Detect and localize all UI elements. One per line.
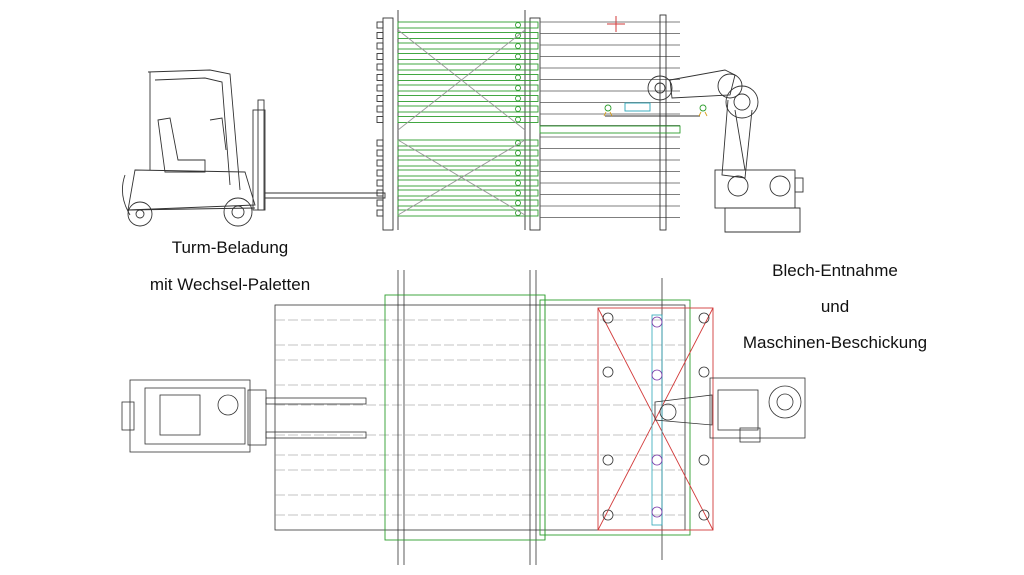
rails-side	[540, 21, 680, 218]
drawer-wheel	[515, 190, 521, 196]
drawer-wheel	[515, 106, 521, 112]
suction-cup	[698, 454, 710, 466]
top-view	[121, 270, 806, 565]
suction-cup	[602, 454, 614, 466]
suction-cup	[698, 509, 710, 521]
robot-arm-top-icon	[654, 377, 806, 443]
suction-cup	[698, 366, 710, 378]
drawer-handle	[376, 209, 384, 217]
drawer-handle	[376, 199, 384, 207]
gripper-node	[651, 369, 663, 381]
gripper-zone	[597, 307, 714, 531]
drawer-handle	[376, 63, 384, 71]
label-and: und	[820, 297, 850, 316]
drawer	[397, 179, 539, 187]
drawer	[397, 42, 539, 50]
gripper-node	[651, 506, 663, 518]
drawer	[397, 32, 539, 39]
robot-arm-side-icon	[647, 69, 804, 233]
drawer-wheel	[515, 85, 521, 91]
forklift-top-icon	[121, 379, 367, 453]
drawer	[397, 95, 539, 102]
drawer-wheel	[515, 150, 521, 156]
gripper-side	[603, 102, 708, 117]
label-machine-loading: Maschinen-Beschickung	[742, 333, 928, 352]
drawer-wheel	[515, 180, 521, 186]
drawer	[397, 169, 539, 177]
drawer-handle	[376, 159, 384, 167]
drawer-handle	[376, 139, 384, 147]
drawer	[397, 116, 539, 123]
drawer-handle	[376, 21, 384, 29]
drawer-wheel	[515, 53, 521, 60]
drawer	[397, 53, 539, 60]
drawer	[397, 159, 539, 167]
drawer-handle	[376, 32, 384, 39]
suction-cup	[698, 312, 710, 324]
label-exchange-pallets: mit Wechsel-Paletten	[149, 275, 311, 294]
drawer-handle	[376, 95, 384, 102]
drawer	[397, 139, 539, 147]
drawer-handle	[376, 42, 384, 50]
drawer-wheel	[515, 74, 521, 81]
drawer-handle	[376, 84, 384, 92]
drawer-wheel	[515, 32, 521, 39]
gripper-node	[651, 454, 663, 466]
drawer-handle	[376, 169, 384, 177]
drawer	[397, 199, 539, 207]
drawer-handle	[376, 53, 384, 60]
drawer-wheel	[515, 43, 521, 49]
drawer-wheel	[515, 95, 521, 102]
label-tower-loading: Turm-Beladung	[171, 238, 289, 257]
drawer-wheel	[515, 64, 521, 70]
drawer	[397, 105, 539, 113]
drawer-handle	[376, 149, 384, 157]
drawer-wheel	[515, 160, 521, 166]
gripper-node	[651, 316, 663, 328]
drawer	[397, 149, 539, 157]
suction-cup	[602, 312, 614, 324]
storage-tower-side	[376, 10, 541, 231]
suction-cup	[602, 509, 614, 521]
drawer-wheel	[515, 200, 521, 206]
drawer-handle	[376, 189, 384, 197]
drawer-handle	[376, 116, 384, 123]
suction-cup	[602, 366, 614, 378]
drawer-handle	[376, 105, 384, 113]
drawer-wheel	[515, 170, 521, 176]
label-sheet-removal: Blech-Entnahme	[772, 261, 898, 280]
drawer-handle	[376, 179, 384, 187]
drawer	[397, 189, 539, 197]
drawer-handle	[376, 74, 384, 81]
side-view	[121, 10, 804, 233]
drawer	[397, 63, 539, 71]
forklift-side-icon	[121, 69, 386, 227]
suction-cups	[602, 312, 710, 521]
drawer-wheel	[515, 22, 521, 28]
drawer	[397, 209, 539, 217]
drawer	[397, 21, 539, 29]
drawer-wheel	[515, 116, 521, 123]
